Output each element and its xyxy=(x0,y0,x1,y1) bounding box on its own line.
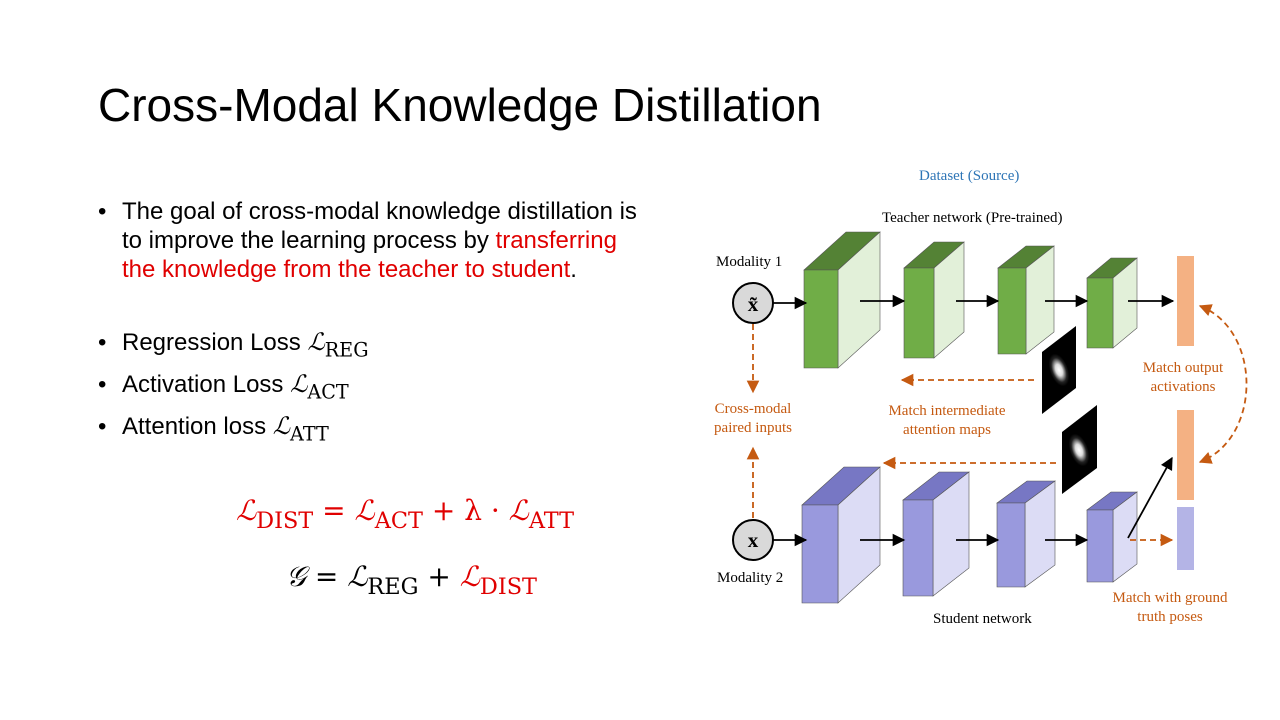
eq1-lhs: ℒ xyxy=(236,494,257,527)
bullet-goal-line3-highlight: the knowledge from the teacher to studen… xyxy=(122,256,571,283)
teacher-block-1 xyxy=(803,231,881,369)
eq1-term1: ℒ xyxy=(354,494,375,527)
match-output-line1: Match output xyxy=(1142,360,1224,376)
match-output-line2: activations xyxy=(1150,379,1216,395)
loss-symbol: ℒ xyxy=(307,328,325,356)
teacher-network-label: Teacher network (Pre-trained) xyxy=(882,210,1063,226)
bullet-goal-line3-end: . xyxy=(570,256,577,283)
match-attention-line2: attention maps xyxy=(903,422,991,438)
cross-modal-line2: paired inputs xyxy=(714,420,792,436)
eq2-term1-sub: REG xyxy=(367,573,419,600)
teacher-network-blocks xyxy=(803,231,1138,369)
bullet-activation-text: Activation Loss xyxy=(122,371,291,398)
bullet-attention-text: Attention loss xyxy=(122,413,273,440)
student-block-2 xyxy=(902,471,970,597)
student-network-label: Student network xyxy=(933,611,1032,627)
arrow xyxy=(1127,456,1173,539)
bullet-dot: • xyxy=(98,198,107,225)
bullet-goal-line2: to improve the learning process by trans… xyxy=(122,226,617,255)
attention-glow xyxy=(1048,353,1070,387)
bullet-goal-line3: the knowledge from the teacher to studen… xyxy=(122,255,577,284)
match-gt-line1: Match with ground xyxy=(1112,590,1228,606)
eq1-term1-sub: ACT xyxy=(374,507,423,534)
bullet-goal-line2-plain: to improve the learning process by xyxy=(122,227,496,254)
student-block-3 xyxy=(996,480,1056,588)
eq2-term1: ℒ xyxy=(347,560,368,593)
modality-1-label: Modality 1 xyxy=(716,254,783,270)
bullet-attention-text-wrap: Attention loss ℒATT xyxy=(122,412,329,449)
dashed-arrow-output-match xyxy=(1198,304,1248,464)
loss-subscript: REG xyxy=(324,338,369,362)
eq1-plus: + λ · xyxy=(422,494,509,527)
match-attention-label: Match intermediate attention maps xyxy=(874,402,1020,440)
cross-modal-label: Cross-modal paired inputs xyxy=(700,400,806,438)
eq1-lhs-sub: DIST xyxy=(256,507,314,534)
match-gt-line2: truth poses xyxy=(1137,609,1203,625)
bullet-attention-loss: • Attention loss ℒATT xyxy=(98,412,498,446)
attention-glow xyxy=(1068,433,1090,467)
eq1-term2-sub: ATT xyxy=(528,507,575,534)
bullet-dot: • xyxy=(98,329,107,356)
match-ground-truth-label: Match with ground truth poses xyxy=(1100,589,1240,627)
match-output-label: Match output activations xyxy=(1130,359,1236,397)
bullet-dot: • xyxy=(98,371,107,398)
loss-subscript: ATT xyxy=(290,422,329,446)
node-top-label: x̃ xyxy=(748,292,759,316)
teacher-block-3 xyxy=(997,245,1055,355)
bullet-regression-loss: • Regression Loss ℒREG xyxy=(98,328,498,362)
teacher-block-2 xyxy=(903,241,965,359)
student-network-blocks xyxy=(801,466,1138,604)
bullet-dot: • xyxy=(98,413,107,440)
eq2-equals: = xyxy=(305,560,348,593)
ground-truth-bar xyxy=(1177,507,1194,570)
bullet-activation-loss: • Activation Loss ℒACT xyxy=(98,370,498,404)
eq1-term2: ℒ xyxy=(508,494,529,527)
student-block-1 xyxy=(801,466,881,604)
teacher-output-bar xyxy=(1177,256,1194,346)
eq2-lhs: 𝒢 xyxy=(286,560,306,593)
node-bottom-label: x xyxy=(748,528,759,552)
eq2-plus: + xyxy=(418,560,460,593)
eq1-equals: = xyxy=(313,494,355,527)
bullet-regression-text: Regression Loss xyxy=(122,329,308,356)
modality-2-label: Modality 2 xyxy=(717,570,784,586)
bullet-goal-line2-highlight: transferring xyxy=(495,227,617,254)
bullet-goal: • The goal of cross-modal knowledge dist… xyxy=(98,197,698,287)
student-block-4 xyxy=(1086,491,1138,583)
bullet-regression-text-wrap: Regression Loss ℒREG xyxy=(122,328,369,365)
eq2-term2: ℒ xyxy=(459,560,480,593)
dataset-label: Dataset (Source) xyxy=(919,168,1020,184)
loss-subscript: ACT xyxy=(307,380,349,404)
equation-total: 𝒢 = ℒREG + ℒDIST xyxy=(286,560,537,600)
teacher-block-4 xyxy=(1086,257,1138,349)
equation-dist: ℒDIST = ℒACT + λ · ℒATT xyxy=(236,494,574,534)
bullet-activation-text-wrap: Activation Loss ℒACT xyxy=(122,370,349,407)
cross-modal-line1: Cross-modal xyxy=(714,401,792,417)
eq2-term2-sub: DIST xyxy=(479,573,537,600)
student-output-bar xyxy=(1177,410,1194,500)
loss-symbol: ℒ xyxy=(290,370,308,398)
match-attention-line1: Match intermediate xyxy=(888,403,1006,419)
loss-symbol: ℒ xyxy=(272,412,291,440)
slide-title: Cross-Modal Knowledge Distillation xyxy=(98,79,822,131)
bullet-goal-line1: The goal of cross-modal knowledge distil… xyxy=(122,198,637,225)
